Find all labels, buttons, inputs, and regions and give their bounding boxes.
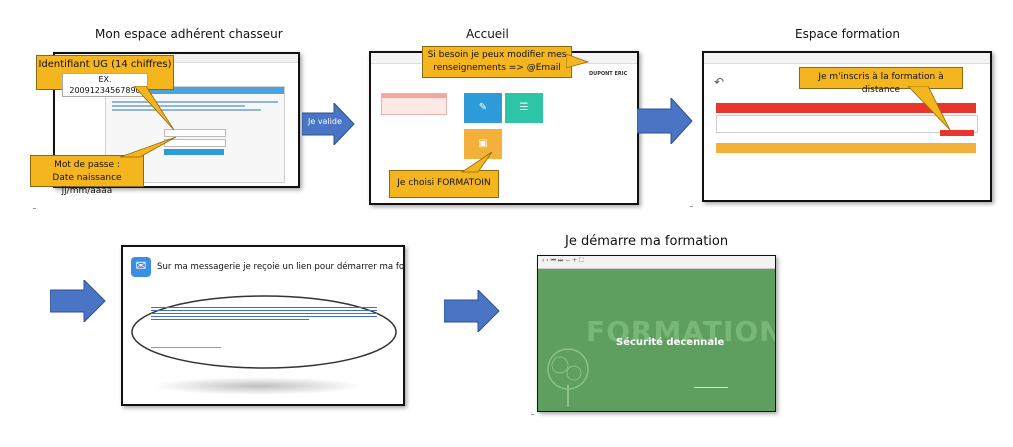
step4-signature-line <box>151 347 221 348</box>
step2-user-name: DUPONT ERIC <box>589 71 628 77</box>
step1-password-callout-line2: Date naissance jj/mm/aaaa <box>52 173 122 196</box>
step3-register-button[interactable] <box>940 130 974 136</box>
step2-title: Accueil <box>466 27 509 41</box>
step1-id-callout: Identifiant UG (14 chiffres) EX. 2009123… <box>36 55 174 97</box>
step1-id-callout-line1: Identifiant UG (14 chiffres) <box>38 59 172 70</box>
step3-course-row <box>716 115 978 133</box>
step3-callout: Je m'inscris à la formation à distance <box>799 67 963 95</box>
step1-username-input[interactable] <box>164 129 226 137</box>
step5-toolbar-controls[interactable]: ‹ › ⏮ ⏭ − + ⛶ <box>542 257 584 264</box>
arrow-step1-to-step2: Je valide <box>301 101 356 149</box>
step4-heading: Sur ma messagerie je reçoie un lien pour… <box>157 262 405 272</box>
step3-title: Espace formation <box>795 27 900 41</box>
step1-password-callout-pointer <box>120 136 177 158</box>
step2-choice-callout-pointer <box>460 151 493 173</box>
step5-logo <box>694 387 728 396</box>
arrow-step4-to-step5 <box>444 290 500 332</box>
arrow-to-step4 <box>50 280 106 322</box>
step1-id-callout-pointer <box>133 86 175 131</box>
step2-info-callout-pointer <box>566 53 590 69</box>
step1-id-example-text: EX. 20091234567890 <box>69 75 141 95</box>
step5-underscore-mark <box>531 414 534 415</box>
step5-banner-sub: Sécurité decennale <box>616 337 725 348</box>
step2-tile-formation[interactable]: ▣ <box>464 129 502 159</box>
step1-password-callout: Mot de passe : Date naissance jj/mm/aaaa <box>30 155 144 196</box>
step5-green-banner: FORMATION Sécurité decennale <box>538 269 775 411</box>
arrow1-label: Je valide <box>308 117 342 126</box>
step4-screenshot: ✉ Sur ma messagerie je reçoie un lien po… <box>121 245 405 406</box>
step1-underscore-mark <box>33 208 36 209</box>
step4-email-link[interactable] <box>151 305 377 322</box>
step2-info-card <box>381 93 447 115</box>
step1-id-example: EX. 20091234567890 <box>62 73 148 97</box>
step2-info-card-header <box>382 94 446 98</box>
step1-panel-header <box>106 87 284 94</box>
list-icon: ☰ <box>519 102 529 113</box>
step1-password-callout-line1: Mot de passe : <box>54 160 120 170</box>
back-arrow-icon[interactable]: ↶ <box>714 75 725 89</box>
step2-tile-teal[interactable]: ☰ <box>505 93 543 123</box>
tree-icon <box>547 348 589 407</box>
step5-banner-big: FORMATION <box>586 315 776 348</box>
step5-title: Je démarre ma formation <box>565 234 729 249</box>
wrench-icon: ✎ <box>478 102 488 113</box>
arrow-step2-to-step3 <box>637 98 693 144</box>
step3-callout-pointer <box>907 86 951 131</box>
step4-link-ellipse <box>131 295 397 369</box>
step2-info-callout-line2: renseignements => @Email <box>433 63 561 73</box>
step1-login-button[interactable] <box>164 149 224 155</box>
step5-pdf-toolbar: ‹ › ⏮ ⏭ − + ⛶ <box>538 256 775 269</box>
step2-choice-callout-text: Je choisi FORMATOIN <box>397 178 491 188</box>
step1-title: Mon espace adhérent chasseur <box>95 27 283 41</box>
mail-icon: ✉ <box>131 257 151 277</box>
briefcase-icon: ▣ <box>478 138 488 149</box>
step4-shadow <box>153 377 363 395</box>
step2-choice-callout: Je choisi FORMATOIN <box>389 170 499 198</box>
step1-top-bar <box>55 54 298 63</box>
step2-info-callout: Si besoin je peux modifier mes renseigne… <box>422 46 572 78</box>
step3-top-bar <box>704 53 990 64</box>
step3-underscore-mark <box>690 206 693 207</box>
step3-callout-text: Je m'inscris à la formation à distance <box>818 72 944 95</box>
step3-orange-bar <box>716 143 976 153</box>
step1-panel-text <box>112 99 278 113</box>
step2-tile-blue[interactable]: ✎ <box>464 93 502 123</box>
step2-info-callout-line1: Si besoin je peux modifier mes <box>427 50 567 60</box>
step5-screenshot: ‹ › ⏮ ⏭ − + ⛶ FORMATION Sécurité decenna… <box>537 255 776 412</box>
step3-red-bar <box>716 103 976 113</box>
